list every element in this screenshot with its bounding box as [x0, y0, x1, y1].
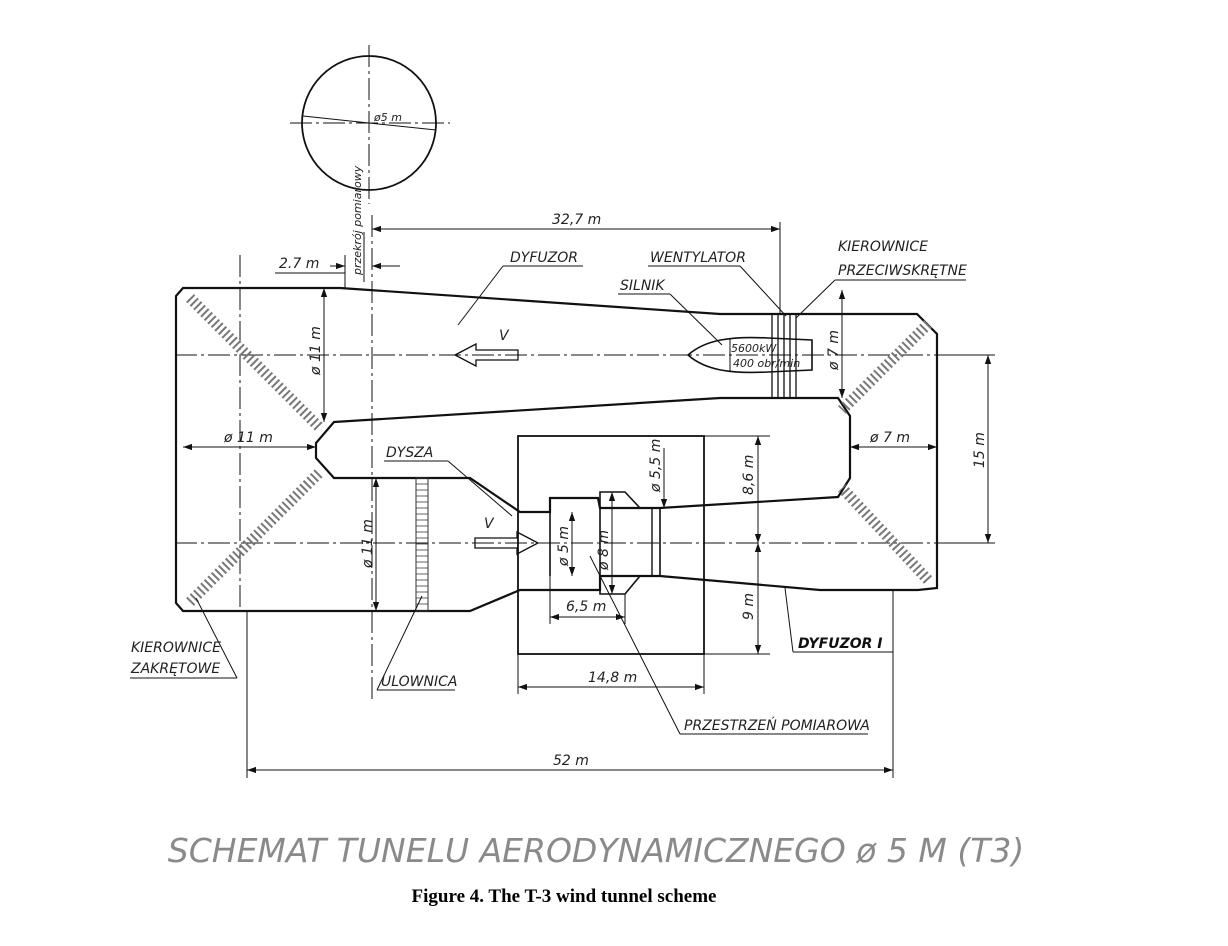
dim-11-upper: ø 11 m [308, 326, 324, 376]
flow-arrow-upper [453, 342, 519, 368]
flow-symbol-lower: V [484, 516, 495, 532]
dim-11-left: ø 11 m [223, 430, 273, 446]
label-kierownice-zakretowe-1: KIEROWNICE [131, 640, 221, 656]
dim-6-5: 6,5 m [566, 599, 606, 615]
label-dysza: DYSZA [386, 445, 433, 461]
flow-arrows: V V [453, 328, 540, 556]
label-silnik: SILNIK [620, 278, 666, 294]
circle-dim-label: ø5 m [373, 111, 402, 124]
label-kierownice-przeciwskretne-1: KIEROWNICE [838, 239, 928, 255]
dim-9: 9 m [741, 593, 757, 620]
figure-caption: Figure 4. The T-3 wind tunnel scheme [412, 886, 717, 907]
flow-symbol-upper: V [499, 328, 510, 344]
dim-52: 52 m [553, 753, 589, 769]
label-dyfuzor: DYFUZOR [510, 250, 578, 266]
leader-lines [130, 232, 966, 735]
dimension-lines [183, 222, 995, 778]
motor-power-label: 5600kW [731, 342, 777, 355]
tunnel-outline: 5600kW 400 obr/min [174, 286, 939, 655]
motor-nacelle [686, 336, 813, 374]
dim-7-right: ø 7 m [869, 430, 910, 446]
label-przekroj-pomiarowy: przekrój pomiarowy [351, 165, 364, 276]
dim-8-6: 8,6 m [741, 455, 757, 495]
dim-8: ø 8 m [596, 530, 612, 571]
tunnel-centerlines [175, 215, 960, 700]
label-kierownice-zakretowe-2: ZAKRĘTOWE [130, 661, 220, 677]
dim-32-7: 32,7 m [552, 212, 601, 228]
drawing-title: SCHEMAT TUNELU AERODYNAMICZNEGO ø 5 M (T… [168, 831, 1024, 870]
dim-15: 15 m [972, 432, 988, 468]
turning-vanes [186, 294, 933, 606]
dim-14-8: 14,8 m [588, 670, 637, 686]
dim-11-lower: ø 11 m [360, 519, 376, 569]
dim-5-5: ø 5,5 m [648, 439, 664, 493]
dim-7-fan: ø 7 m [826, 330, 842, 371]
vanes-top-right [838, 320, 932, 414]
vanes-bottom-left [186, 468, 324, 606]
label-dyfuzor-1: DYFUZOR I [798, 636, 883, 652]
cross-section-view: ø5 m [290, 45, 450, 204]
inner-wall [314, 396, 852, 514]
collector [599, 491, 661, 595]
flow-arrow-lower [474, 530, 540, 556]
label-wentylator: WENTYLATOR [650, 250, 746, 266]
motor-speed-label: 400 obr/min [733, 357, 800, 370]
test-chamber-box [517, 435, 705, 655]
label-przestrzen-pomiarowa: PRZESTRZEŃ POMIAROWA [684, 716, 870, 734]
vanes-top-left [186, 294, 324, 432]
honeycomb [415, 477, 429, 612]
label-ulownica: ULOWNICA [381, 674, 457, 690]
fan-blades [771, 314, 797, 398]
label-kierownice-przeciwskretne-2: PRZECIWSKRĘTNE [838, 263, 967, 279]
vanes-bottom-right [837, 484, 933, 584]
dim-2-7: 2.7 m [279, 256, 319, 272]
labels: DYFUZOR WENTYLATOR SILNIK KIEROWNICE PRZ… [130, 165, 988, 769]
dim-5: ø 5 m [556, 526, 572, 567]
